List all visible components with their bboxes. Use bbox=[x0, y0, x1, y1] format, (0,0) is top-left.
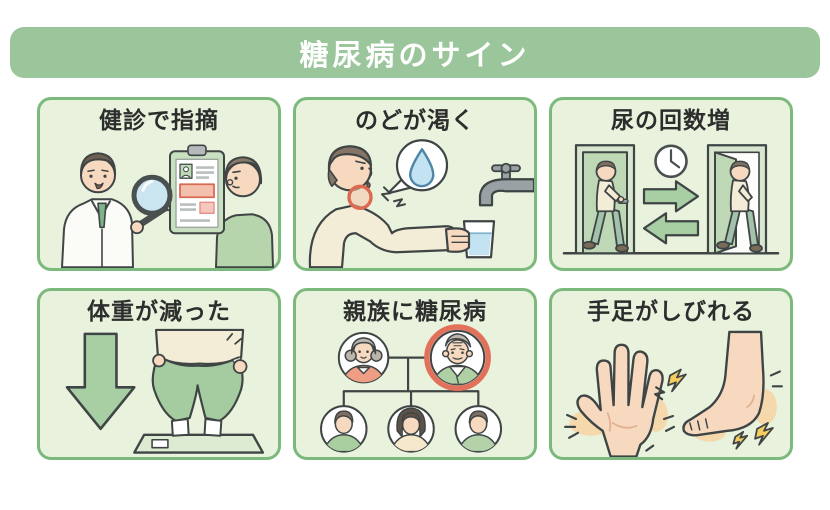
panel-thirst: のどが渇く bbox=[293, 97, 537, 271]
grandmother-avatar bbox=[337, 332, 390, 384]
walking-person-left bbox=[582, 161, 629, 254]
panel-family-history: 親族に糖尿病 bbox=[293, 288, 537, 460]
family-tree-illustration bbox=[296, 324, 534, 457]
daughter-avatar bbox=[387, 405, 435, 454]
magnifier-icon bbox=[130, 175, 173, 235]
speech-bubble-water-drop-icon bbox=[386, 139, 449, 195]
thirst-tingle-marks bbox=[381, 186, 406, 208]
checkup-illustration bbox=[40, 133, 278, 268]
holding-hand bbox=[444, 227, 471, 254]
panel-urination: 尿の回数増 bbox=[549, 97, 793, 271]
panel-checkup: 健診で指摘 bbox=[37, 97, 281, 271]
grandfather-avatar-highlighted bbox=[424, 324, 491, 392]
left-arrow-icon bbox=[642, 212, 700, 245]
faucet-icon bbox=[478, 163, 534, 207]
tingle-marks-foot bbox=[654, 370, 783, 401]
title-banner: 糖尿病のサイン bbox=[10, 27, 820, 78]
foot-icon bbox=[682, 331, 765, 437]
son-avatar bbox=[320, 405, 368, 454]
panel-checkup-title: 健診で指摘 bbox=[99, 107, 219, 133]
doctor bbox=[61, 152, 174, 268]
weight-loss-illustration bbox=[40, 324, 278, 457]
water-glass-icon bbox=[462, 220, 496, 259]
open-hand-icon bbox=[576, 344, 664, 457]
panel-weight-loss: 体重が減った bbox=[37, 288, 281, 460]
clipboard-report-icon bbox=[169, 144, 225, 235]
right-arrow-icon bbox=[642, 180, 700, 213]
bathroom-scale-icon bbox=[133, 434, 265, 455]
numbness-illustration bbox=[552, 324, 790, 457]
page-title: 糖尿病のサイン bbox=[299, 39, 531, 72]
panel-weight-loss-title: 体重が減った bbox=[87, 298, 231, 324]
walking-person-right bbox=[716, 161, 763, 254]
patient bbox=[215, 156, 274, 268]
urination-illustration bbox=[552, 133, 790, 268]
clock-icon bbox=[654, 144, 688, 179]
tingle-marks-hand bbox=[564, 414, 676, 453]
thirsty-man bbox=[308, 145, 458, 268]
panel-family-history-title: 親族に糖尿病 bbox=[343, 298, 487, 324]
panel-urination-title: 尿の回数増 bbox=[611, 107, 731, 133]
panel-numbness: 手足がしびれる bbox=[549, 288, 793, 460]
loose-pants-person bbox=[151, 329, 248, 438]
sore-throat-ring bbox=[347, 185, 373, 211]
thirst-illustration bbox=[296, 133, 534, 268]
child-avatar bbox=[454, 405, 503, 454]
panel-numbness-title: 手足がしびれる bbox=[587, 298, 755, 324]
down-arrow-icon bbox=[65, 333, 136, 431]
panel-thirst-title: のどが渇く bbox=[355, 107, 475, 133]
family-tree-lines bbox=[342, 356, 480, 408]
lightning-bolt-icons bbox=[667, 369, 774, 450]
